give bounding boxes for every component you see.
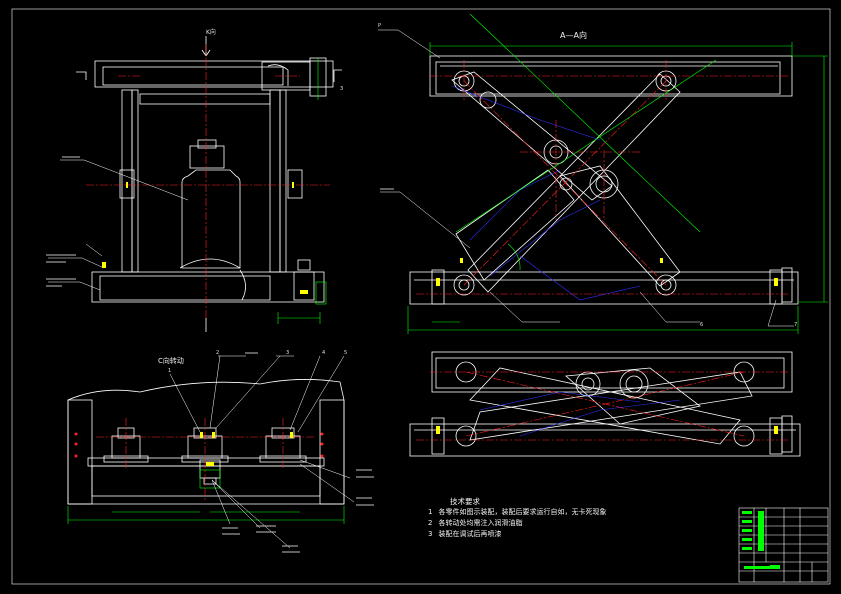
balloon-top-left-section: 3 xyxy=(340,86,344,92)
front-view-dimensions xyxy=(277,58,327,324)
note-number: 2 xyxy=(428,519,433,527)
balloon-c-4: 4 xyxy=(322,350,326,356)
view-c-holes xyxy=(74,432,324,458)
note-text: 各转动处均需注入润滑油脂 xyxy=(438,519,523,527)
section-aa-dimensions xyxy=(407,13,828,334)
section-aa-hidden xyxy=(451,85,641,301)
note-number: 1 xyxy=(428,508,433,516)
note-line-2: 2 各转动处均需注入润滑油脂 xyxy=(428,518,606,529)
balloon-c-3: 3 xyxy=(286,350,290,356)
balloon-c-1: 1 xyxy=(168,368,172,374)
balloon-c-5: 5 xyxy=(344,350,348,356)
note-line-1: 1 各零件如图示装配，装配后要求运行自如，无卡死现象 xyxy=(428,507,606,518)
section-aa-title: A—A向 xyxy=(560,31,587,40)
lowered-view-structure xyxy=(409,351,801,457)
balloon-section-p: P xyxy=(378,23,382,29)
title-block xyxy=(738,507,829,583)
view-c-leaders xyxy=(169,355,355,549)
view-c-structure xyxy=(67,379,345,505)
note-line-3: 3 装配在调试后再喷漆 xyxy=(428,529,606,540)
balloon-7: 7 xyxy=(794,322,798,328)
note-text: 各零件如图示装配，装配后要求运行自如，无卡死现象 xyxy=(438,508,607,516)
note-number: 3 xyxy=(428,530,433,538)
lowered-view-centerlines xyxy=(416,371,790,441)
lowered-view-bolts xyxy=(436,426,778,434)
view-c-yellow xyxy=(200,432,293,466)
illegible-labels xyxy=(46,156,394,553)
note-text: 装配在调试后再喷漆 xyxy=(438,530,502,538)
front-view-jack xyxy=(76,36,342,332)
technical-requirements: 技术要求 1 各零件如图示装配，装配后要求运行自如，无卡死现象 2 各转动处均需… xyxy=(428,496,606,540)
lowered-view-hidden xyxy=(479,391,681,437)
section-aa-centerlines xyxy=(416,60,790,295)
section-aa-bolts xyxy=(436,258,778,286)
view-k-label: K向 xyxy=(206,29,216,36)
front-view-centerlines xyxy=(86,44,330,318)
section-aa-structure xyxy=(409,55,799,305)
notes-heading: 技术要求 xyxy=(450,497,480,506)
view-c-title: C向转动 xyxy=(158,357,184,365)
drawing-frame xyxy=(11,8,831,585)
front-view-leaders xyxy=(48,159,189,291)
section-aa-leaders xyxy=(378,29,794,327)
view-c-centerlines xyxy=(96,418,316,500)
front-view-yellow-bolts xyxy=(102,182,308,294)
balloon-6: 6 xyxy=(700,322,704,328)
balloon-c-2: 2 xyxy=(216,350,220,356)
title-block-fills xyxy=(742,511,780,569)
